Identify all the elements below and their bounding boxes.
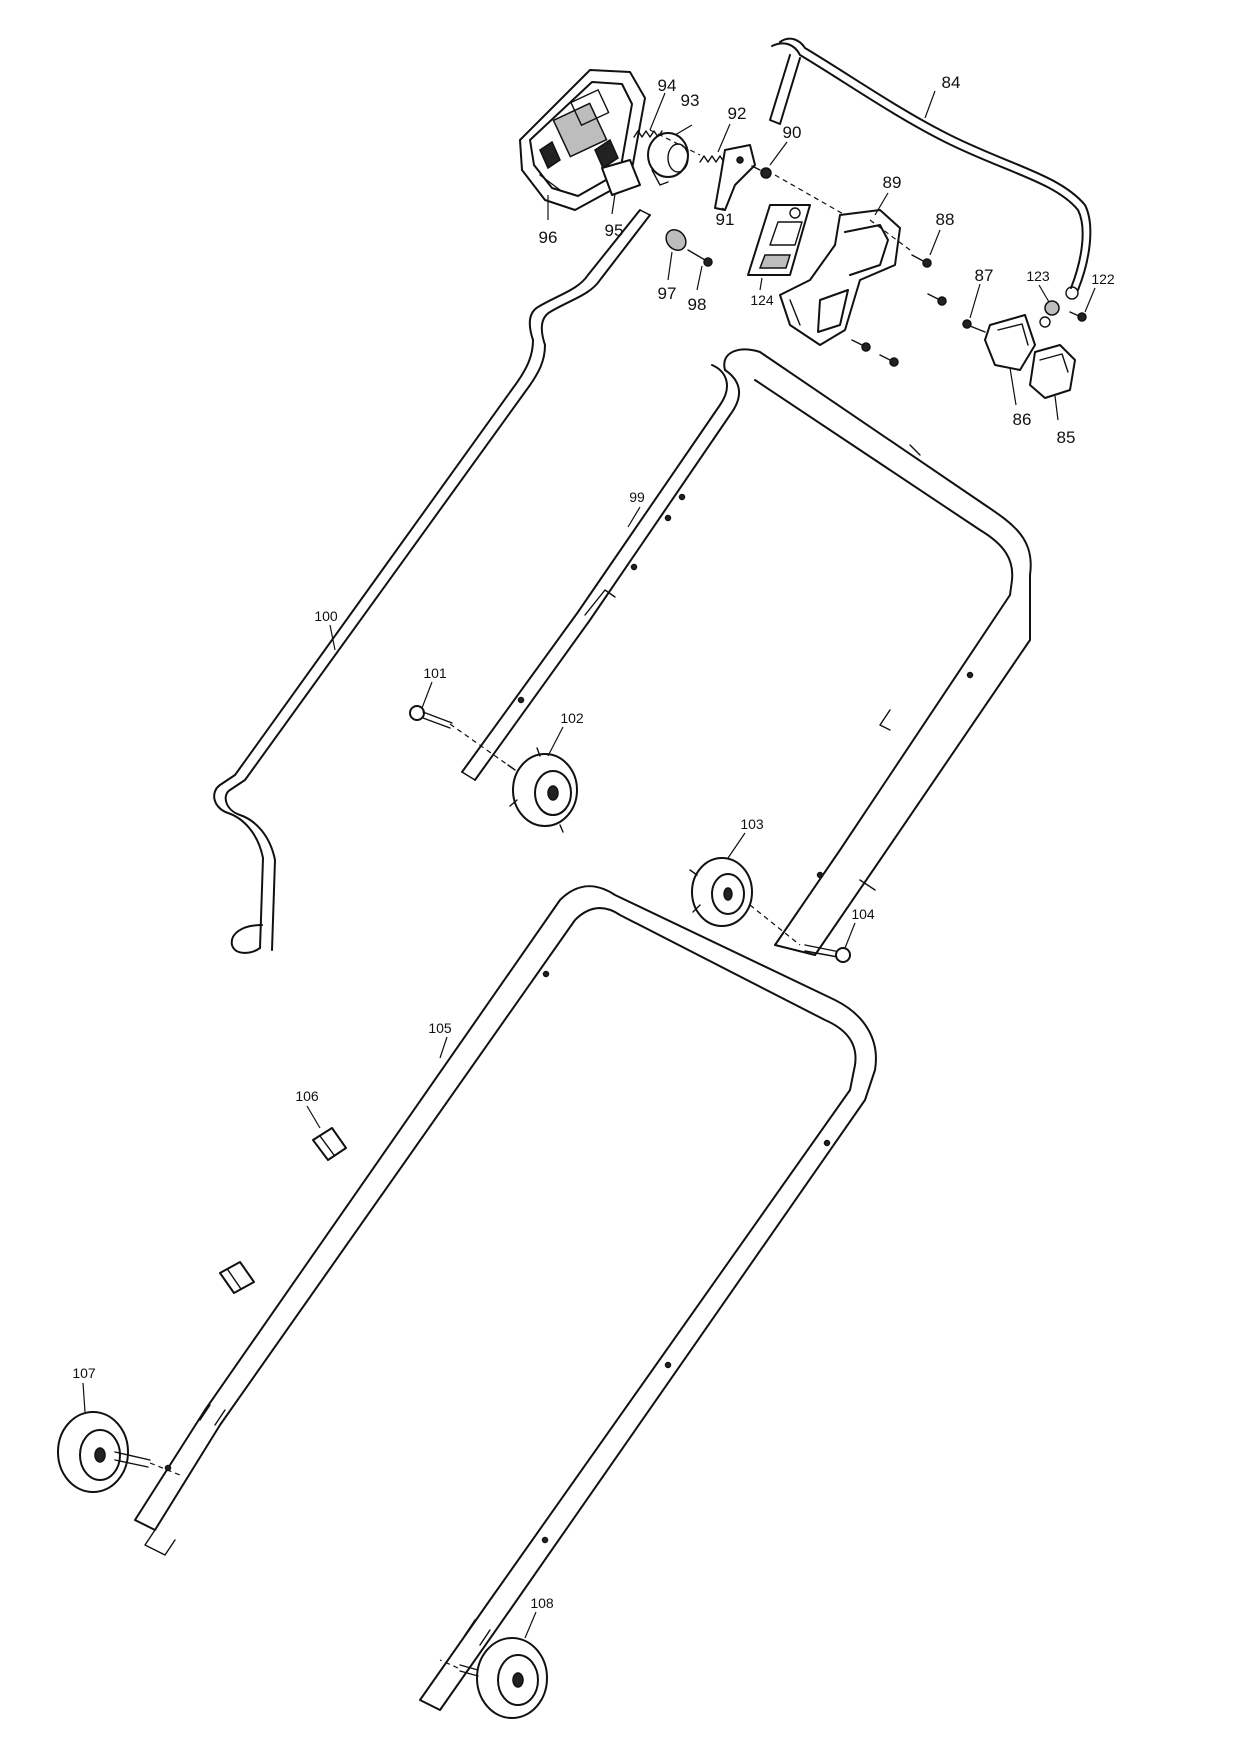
part-93-knob: [647, 132, 689, 186]
part-101-bolt: [409, 705, 453, 729]
callout-124: 124: [750, 292, 774, 308]
part-108-knob: [439, 1637, 548, 1719]
part-123-pivot: [1039, 300, 1060, 328]
callout-123: 123: [1026, 268, 1050, 284]
callout-108: 108: [530, 1595, 554, 1611]
callout-98: 98: [688, 295, 707, 314]
part-122-screw: [1069, 311, 1087, 322]
callout-95: 95: [605, 221, 624, 240]
leader-lines: [82, 90, 1096, 1639]
callout-86: 86: [1013, 410, 1032, 429]
callouts: 84 85 86 87 88 89 90 91 92 93 94 95 96 9…: [72, 73, 1115, 1611]
assembly-lines-top: [649, 129, 911, 251]
part-106-clip: [312, 1127, 347, 1161]
callout-106: 106: [295, 1088, 319, 1104]
callout-92: 92: [728, 104, 747, 123]
callout-105: 105: [428, 1020, 452, 1036]
callout-89: 89: [883, 173, 902, 192]
part-102-knob: [507, 747, 578, 833]
callout-91: 91: [716, 210, 735, 229]
part-107-knob: [57, 1411, 181, 1493]
callout-84: 84: [942, 73, 961, 92]
part-88-screw: [911, 254, 932, 268]
part-85-end-cap: [1029, 344, 1076, 399]
part-105-lower-handle: [134, 885, 877, 1711]
part-84-bail-lever: [769, 37, 1092, 300]
part-misc-screws: [851, 293, 947, 367]
callout-107: 107: [72, 1365, 96, 1381]
callout-104: 104: [851, 906, 875, 922]
part-106-clip-2: [219, 1261, 255, 1294]
part-99-upper-handle: [461, 348, 1032, 956]
part-92-spring: [699, 155, 725, 163]
callout-87: 87: [975, 266, 994, 285]
part-124-label-plate: [747, 204, 811, 276]
callout-102: 102: [560, 710, 584, 726]
part-90-screw: [751, 165, 772, 179]
callout-122: 122: [1091, 271, 1115, 287]
callout-93: 93: [681, 91, 700, 110]
part-104-bolt: [804, 944, 851, 963]
callout-85: 85: [1057, 428, 1076, 447]
callout-100: 100: [314, 608, 338, 624]
part-100-cable-rod: [213, 209, 651, 954]
assembly-lines-mid: [449, 723, 801, 946]
callout-96: 96: [539, 228, 558, 247]
part-91-trigger: [714, 144, 756, 211]
callout-88: 88: [936, 210, 955, 229]
part-89-handle-housing: [779, 209, 901, 346]
callout-97: 97: [658, 284, 677, 303]
callout-94: 94: [658, 76, 677, 95]
callout-90: 90: [783, 123, 802, 142]
part-86-end-cap: [984, 314, 1036, 371]
part-97-98-fastener: [665, 229, 713, 267]
callout-99: 99: [629, 489, 645, 505]
part-103-knob: [689, 857, 753, 927]
callout-103: 103: [740, 816, 764, 832]
part-95-block: [601, 159, 641, 196]
part-87-screw: [962, 319, 986, 333]
callout-101: 101: [423, 665, 447, 681]
